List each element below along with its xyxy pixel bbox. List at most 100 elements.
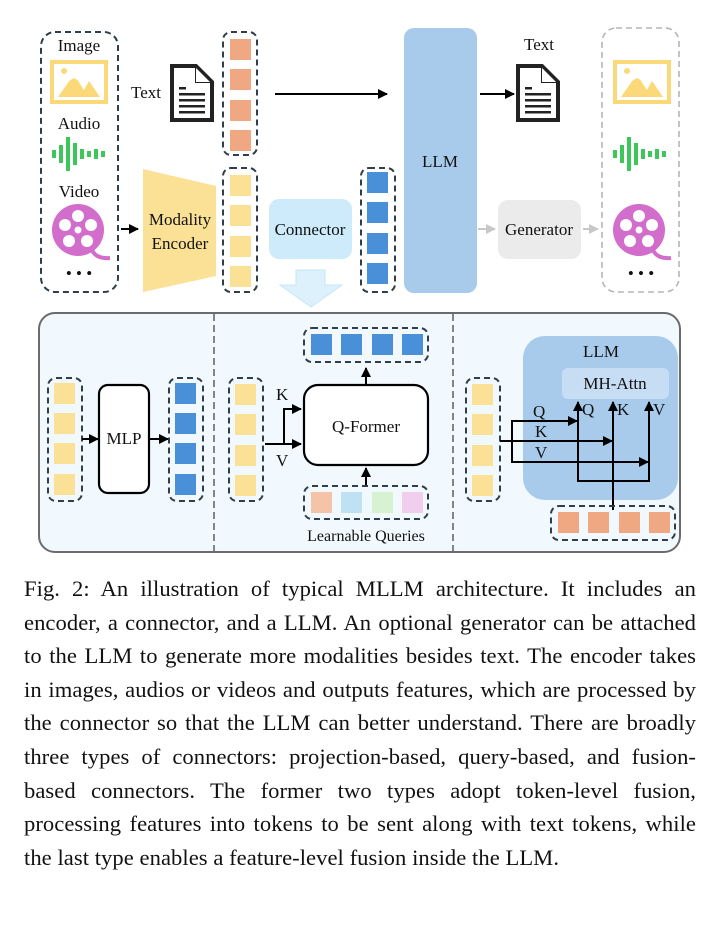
arrow-k-to-qformer xyxy=(283,404,302,444)
input-label-video: Video xyxy=(59,182,100,201)
output-modalities-group: • • • xyxy=(601,27,680,293)
image-icon xyxy=(50,60,108,104)
connector-token xyxy=(175,474,196,495)
query-based-connector: K V Q-Former Learnable Queries xyxy=(228,327,430,545)
fusion-text-tokens-box xyxy=(550,505,676,541)
figure-caption: Fig. 2: An illustration of typical MLLM … xyxy=(24,576,696,870)
feature-token xyxy=(235,475,256,496)
output-video-reel-icon xyxy=(611,202,673,261)
feature-token xyxy=(230,175,251,196)
arrow-text-v xyxy=(578,401,654,482)
fusion-right-k-label: K xyxy=(617,400,630,419)
fusion-right-q-label: Q xyxy=(582,400,594,419)
feature-token xyxy=(472,445,493,466)
connector-token xyxy=(367,172,388,193)
feature-token xyxy=(230,236,251,257)
feature-token xyxy=(472,414,493,435)
fusion-left-k-label: K xyxy=(535,422,548,441)
text-document-icon xyxy=(170,64,214,122)
text-token xyxy=(619,512,640,533)
connector-tokens-box xyxy=(360,167,396,293)
mlp-label: MLP xyxy=(107,429,142,448)
modality-encoder-shape xyxy=(143,169,216,292)
projection-output-tokens-box xyxy=(168,377,204,502)
feature-token xyxy=(472,475,493,496)
connector-token xyxy=(341,334,362,355)
feature-token xyxy=(230,205,251,226)
generator-label: Generator xyxy=(505,220,573,239)
text-output-label: Text xyxy=(524,35,554,54)
connector-token xyxy=(402,334,423,355)
text-token xyxy=(558,512,579,533)
video-reel-icon xyxy=(50,202,112,261)
v-label: V xyxy=(276,451,289,470)
fusion-based-connector: LLM MH-Attn Q K V Q K V xyxy=(465,336,678,541)
connector-token xyxy=(175,443,196,464)
output-image-icon xyxy=(613,60,671,104)
learnable-query-token xyxy=(402,492,423,513)
connector-token xyxy=(311,334,332,355)
input-modalities-group: Image Audio Video • • • xyxy=(40,31,119,293)
learnable-query-token xyxy=(372,492,393,513)
qformer-block[interactable] xyxy=(302,383,430,467)
fusion-llm-label: LLM xyxy=(583,342,619,361)
feature-token xyxy=(235,445,256,466)
k-label: K xyxy=(276,385,289,404)
text-output-document-icon xyxy=(516,64,560,122)
connector-token xyxy=(175,413,196,434)
connector-label: Connector xyxy=(275,220,346,239)
fusion-left-v-label: V xyxy=(535,443,548,462)
connector-tokens-group xyxy=(360,167,396,293)
text-token xyxy=(230,130,251,151)
feature-tokens-group xyxy=(222,167,258,293)
projection-based-connector: MLP xyxy=(47,377,204,502)
modality-encoder-label-line1: Modality xyxy=(149,210,212,229)
learnable-queries-label: Learnable Queries xyxy=(307,528,425,545)
modality-encoder-label-line2: Encoder xyxy=(152,234,209,253)
connector-token xyxy=(367,263,388,284)
arrow-feature-v xyxy=(511,441,649,467)
feature-token xyxy=(54,443,75,464)
input-label-audio: Audio xyxy=(58,114,101,133)
connector-token xyxy=(175,383,196,404)
feature-token xyxy=(54,383,75,404)
mh-attn-label: MH-Attn xyxy=(583,374,647,393)
text-token xyxy=(588,512,609,533)
text-input-label: Text xyxy=(131,83,161,102)
text-token xyxy=(230,69,251,90)
connector-token xyxy=(367,202,388,223)
feature-token xyxy=(472,384,493,405)
learnable-query-token xyxy=(341,492,362,513)
learnable-queries-box xyxy=(303,485,429,520)
input-ellipsis: • • • xyxy=(66,264,92,283)
qformer-label: Q-Former xyxy=(332,417,400,436)
query-output-tokens-box xyxy=(303,327,429,363)
llm-block[interactable] xyxy=(404,28,477,293)
fusion-right-v-label: V xyxy=(653,400,666,419)
text-token xyxy=(230,39,251,60)
connector-token xyxy=(367,233,388,254)
feature-token xyxy=(54,474,75,495)
output-modalities-box xyxy=(601,27,680,293)
feature-token xyxy=(235,414,256,435)
text-tokens-group xyxy=(222,31,258,156)
connector-expand-arrow-icon xyxy=(278,269,344,308)
query-input-tokens-box xyxy=(228,377,264,502)
feature-tokens-box xyxy=(222,167,258,293)
llm-label: LLM xyxy=(422,152,458,171)
mh-attn-block[interactable] xyxy=(562,368,669,399)
text-token xyxy=(230,100,251,121)
input-modalities-box xyxy=(40,31,119,293)
output-ellipsis: • • • xyxy=(628,264,654,283)
connector-token xyxy=(372,334,393,355)
audio-waveform-icon xyxy=(52,137,105,171)
generator-block[interactable] xyxy=(498,200,581,259)
fusion-input-tokens-box xyxy=(465,377,501,502)
feature-token xyxy=(54,413,75,434)
text-token xyxy=(649,512,670,533)
output-audio-waveform-icon xyxy=(613,137,666,171)
learnable-query-token xyxy=(311,492,332,513)
text-tokens-box xyxy=(222,31,258,156)
fusion-left-q-label: Q xyxy=(533,402,545,421)
connector-block[interactable] xyxy=(269,199,352,259)
